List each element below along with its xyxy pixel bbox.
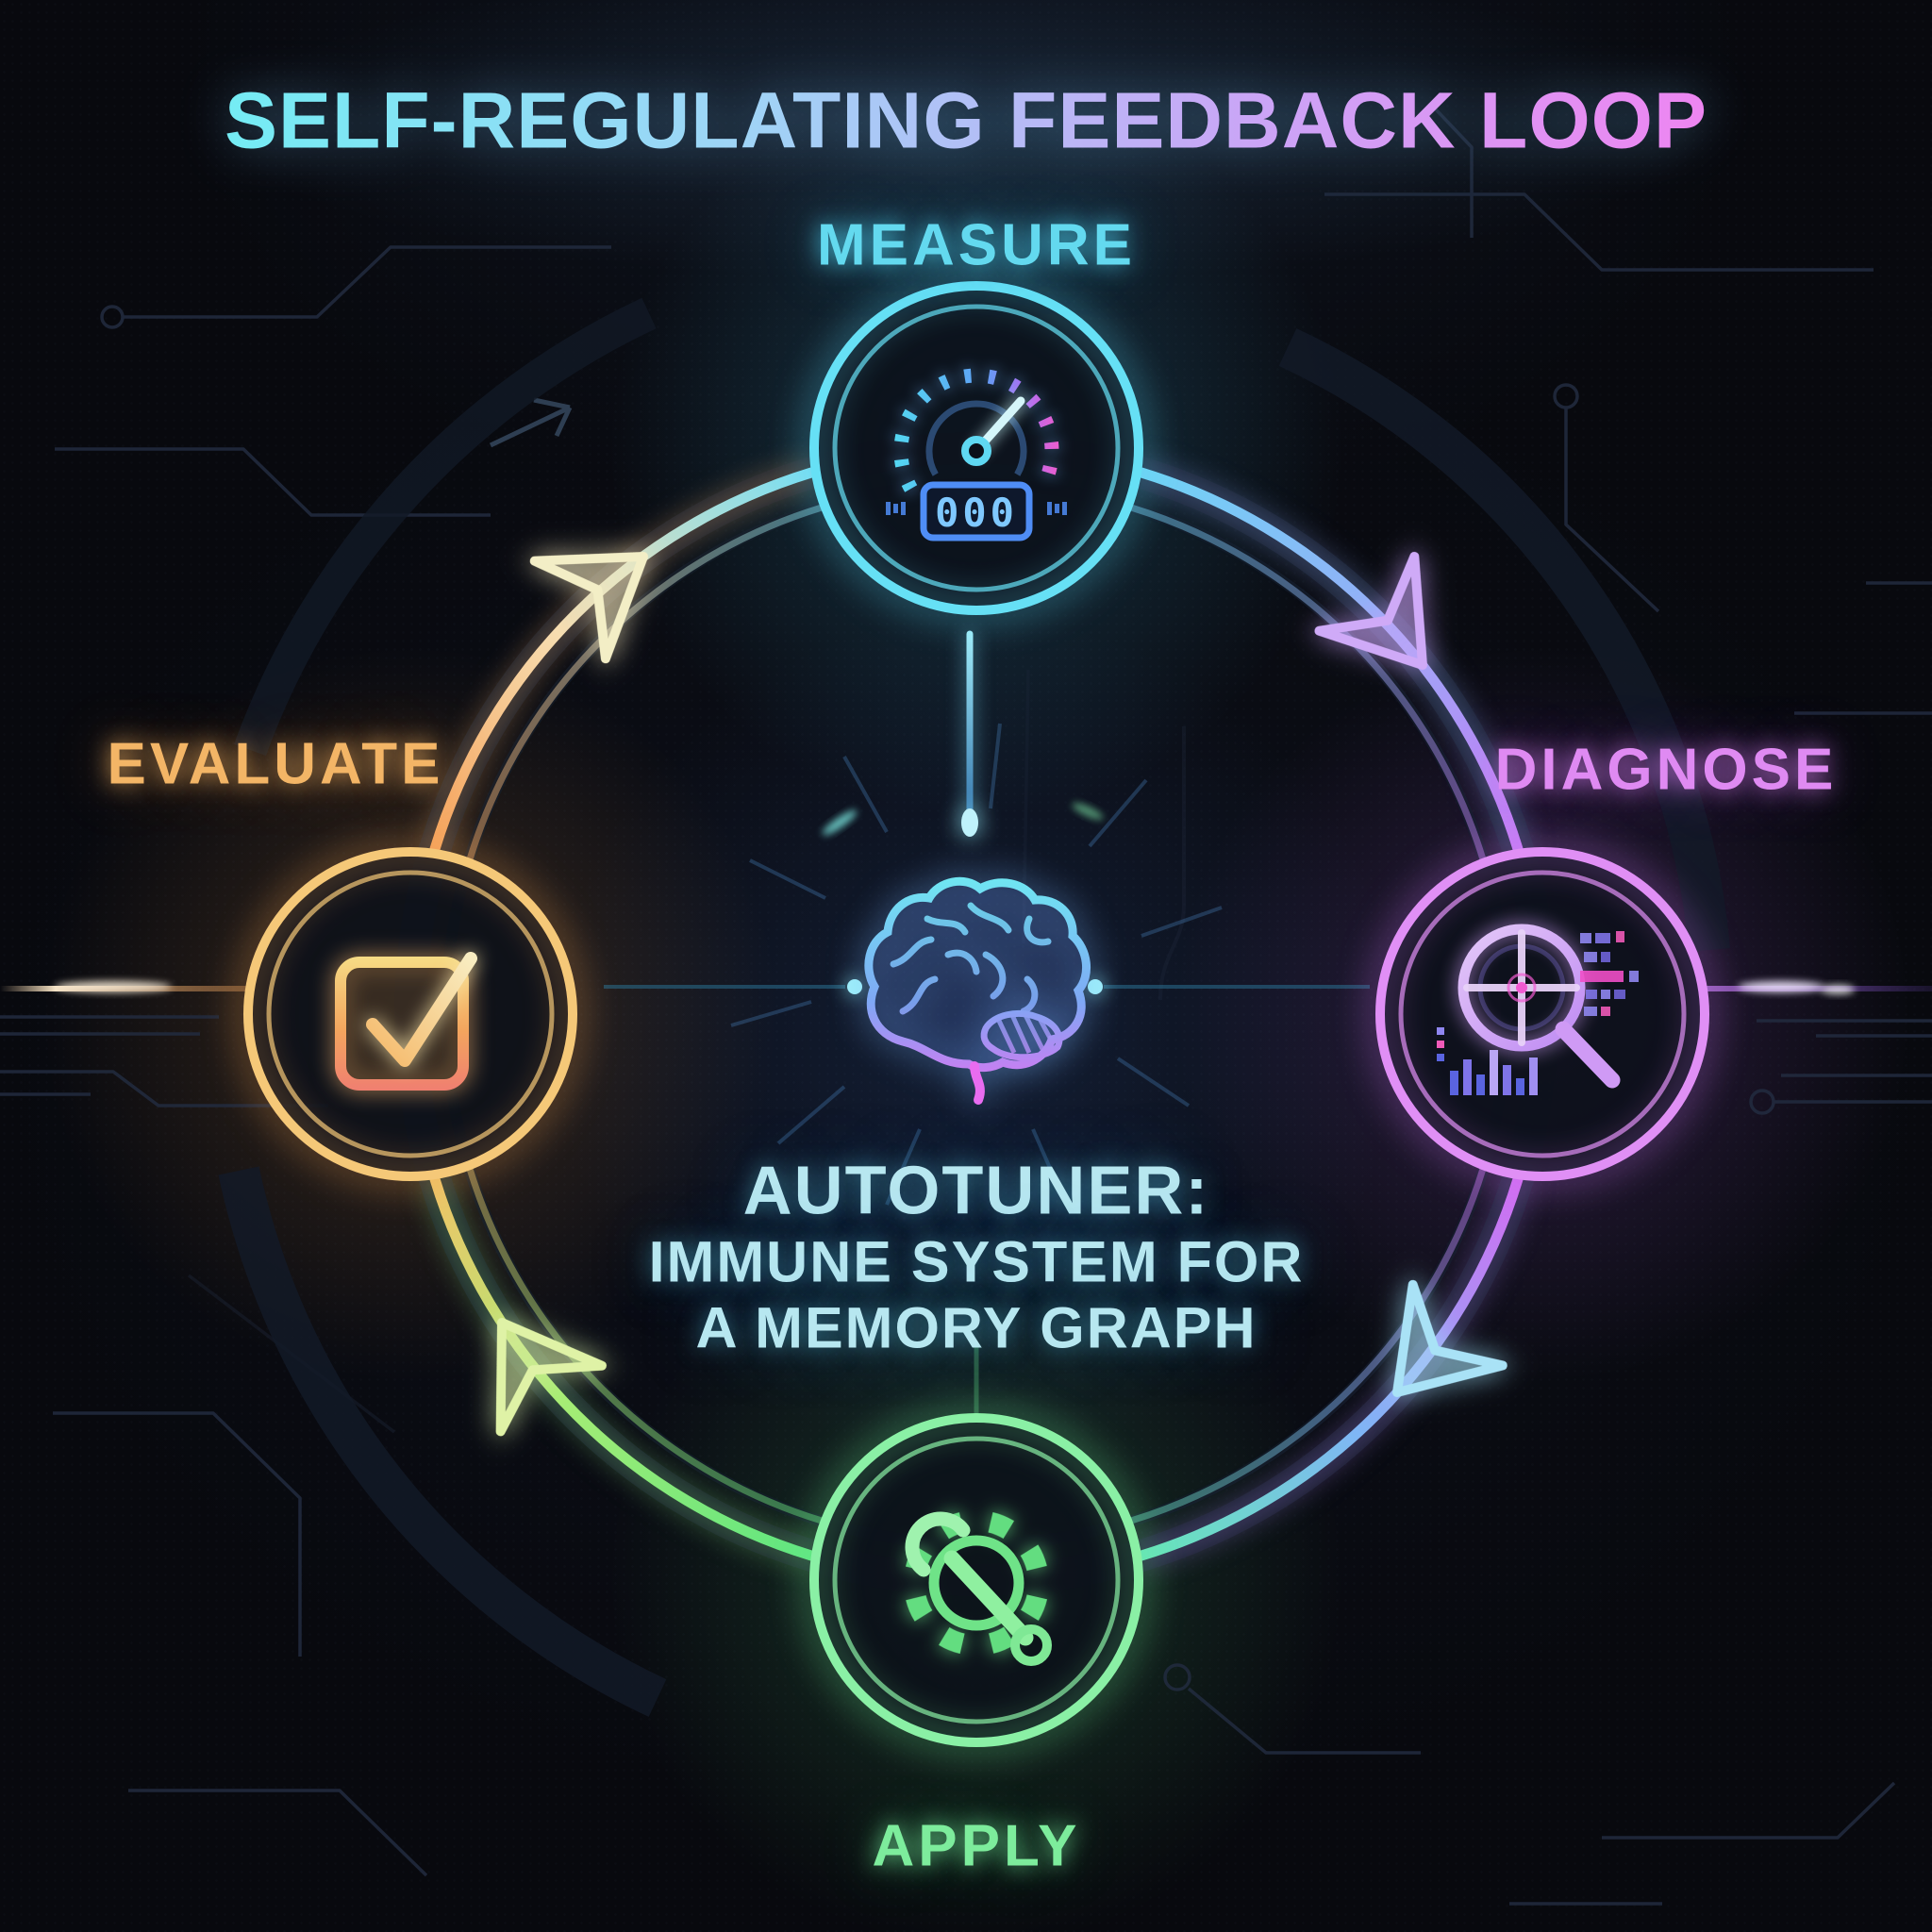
equalizer-bars xyxy=(1437,1027,1538,1095)
gauge-value: 000 xyxy=(935,490,1018,536)
center-caption-line3: A MEMORY GRAPH xyxy=(695,1295,1257,1360)
arc-measure-to-diagnose xyxy=(1136,467,1524,855)
arrowhead-apply-to-evaluate xyxy=(495,1318,607,1437)
arc-apply-to-evaluate xyxy=(429,1174,817,1561)
brain-rays xyxy=(730,723,1223,1206)
arrowhead-evaluate-to-measure xyxy=(529,552,648,664)
magnifier-handle xyxy=(1555,1021,1621,1089)
gauge-side-marks xyxy=(886,502,1067,515)
page-title: SELF-REGULATING FEEDBACK LOOP xyxy=(224,75,1708,165)
checkbox-check-icon xyxy=(335,952,477,1091)
background-arcs xyxy=(218,297,1730,1717)
center-caption-line2: IMMUNE SYSTEM FOR xyxy=(648,1229,1305,1294)
brain-icon xyxy=(730,723,1223,1206)
data-pixel-blocks xyxy=(1580,931,1639,1016)
node-evaluate xyxy=(243,847,577,1181)
gauge-icon: 000 xyxy=(886,368,1067,541)
circuit-traces xyxy=(0,108,1932,1906)
connector-lines xyxy=(0,630,1932,1417)
wrench-shaft xyxy=(943,1550,1034,1646)
wrench-head xyxy=(1010,1624,1052,1666)
center-caption-line1: AUTOTUNER: xyxy=(742,1153,1210,1229)
label-diagnose: DIAGNOSE xyxy=(1494,737,1838,803)
label-apply: APPLY xyxy=(872,1813,1081,1879)
brain-cerebellum xyxy=(980,1009,1063,1061)
brain-stem xyxy=(970,1061,985,1105)
arc-evaluate-to-measure xyxy=(429,467,817,855)
center-caption: AUTOTUNER: IMMUNE SYSTEM FOR A MEMORY GR… xyxy=(649,1152,1305,1360)
label-evaluate: EVALUATE xyxy=(107,731,444,797)
arrowhead-diagnose-to-apply xyxy=(1392,1279,1507,1397)
wrench-jaw xyxy=(905,1511,971,1577)
node-measure: 000 xyxy=(809,281,1143,615)
label-measure: MEASURE xyxy=(816,212,1137,278)
brain-folds xyxy=(890,902,1052,1015)
node-diagnose xyxy=(1375,847,1709,1181)
gear-wrench-icon xyxy=(904,1510,1052,1666)
node-apply xyxy=(809,1413,1143,1747)
loop-arrowheads xyxy=(495,551,1507,1437)
magnifier-crosshair-icon xyxy=(1437,924,1639,1095)
arrowhead-measure-to-diagnose xyxy=(1314,551,1427,670)
gauge-display xyxy=(920,481,1033,541)
arc-diagnose-to-apply xyxy=(1136,1174,1524,1561)
